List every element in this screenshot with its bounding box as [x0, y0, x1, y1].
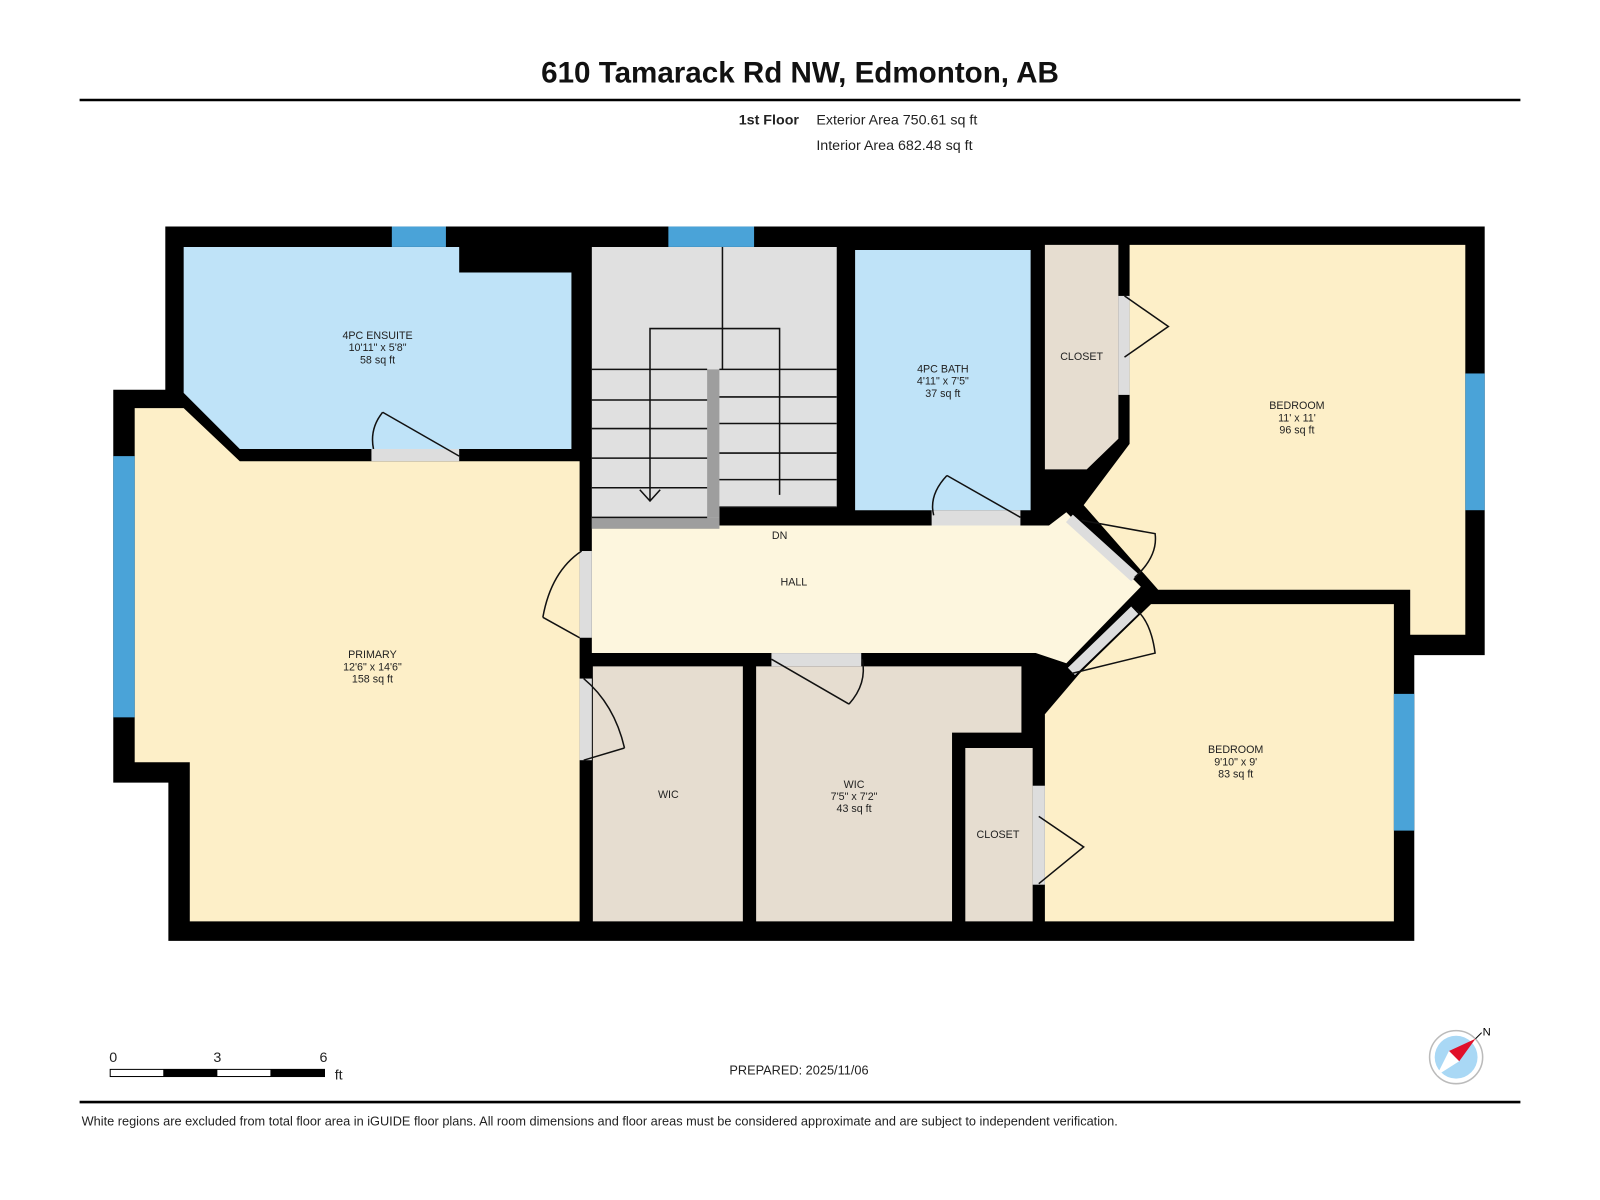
prepared-date: PREPARED: 2025/11/06 — [729, 1062, 868, 1077]
bedroom-1-name: BEDROOM — [1269, 400, 1324, 412]
room-closet-1[interactable] — [1044, 244, 1119, 470]
scale-unit: ft — [335, 1068, 343, 1084]
wic-2-area: 43 sq ft — [837, 803, 872, 815]
bedroom-1-area: 96 sq ft — [1279, 425, 1314, 437]
scale-tick-3: 3 — [213, 1050, 221, 1066]
compass-icon: N — [1428, 1027, 1491, 1085]
compass-north-label: N — [1483, 1027, 1491, 1039]
room-bedroom-2[interactable] — [1044, 604, 1394, 922]
wic-1-name: WIC — [658, 789, 679, 801]
primary-name: PRIMARY — [348, 649, 397, 661]
ensuite-name: 4PC ENSUITE — [342, 330, 412, 342]
scale-tick-0: 0 — [109, 1050, 117, 1066]
bedroom-2-name: BEDROOM — [1208, 744, 1263, 756]
exterior-area: Exterior Area 750.61 sq ft — [816, 112, 977, 128]
room-wic-2[interactable] — [756, 666, 1022, 922]
closet-2-name: CLOSET — [977, 829, 1020, 841]
ensuite-area: 58 sq ft — [360, 354, 395, 366]
stairs-label: DN — [772, 530, 787, 542]
room-wic-1[interactable] — [592, 666, 743, 922]
doors — [371, 295, 1170, 885]
floor-name: 1st Floor — [739, 112, 800, 128]
bath-area: 37 sq ft — [925, 388, 960, 400]
primary-dims: 12'6" x 14'6" — [343, 661, 402, 673]
bedroom-2-dims: 9'10" x 9' — [1214, 756, 1257, 768]
room-hall[interactable] — [591, 512, 1141, 664]
disclaimer: White regions are excluded from total fl… — [82, 1114, 1118, 1129]
page-title: 610 Tamarack Rd NW, Edmonton, AB — [541, 57, 1059, 90]
hall-name: HALL — [780, 577, 807, 589]
scale-tick-6: 6 — [320, 1050, 328, 1066]
closet-1-name: CLOSET — [1060, 351, 1103, 363]
wic-2-name: WIC — [844, 779, 865, 791]
ensuite-dims: 10'11" x 5'8" — [349, 342, 407, 354]
bath-dims: 4'11" x 7'5" — [917, 376, 969, 388]
bath-name: 4PC BATH — [917, 363, 969, 375]
wic-2-dims: 7'5" x 7'2" — [831, 791, 878, 803]
bedroom-2-area: 83 sq ft — [1218, 769, 1253, 781]
room-bedroom-1[interactable] — [1083, 244, 1466, 635]
room-closet-2[interactable] — [965, 747, 1033, 922]
interior-area: Interior Area 682.48 sq ft — [816, 138, 972, 154]
stair-lines — [591, 246, 837, 529]
scale-bar: 0 3 6 ft — [109, 1050, 342, 1083]
room-primary[interactable] — [134, 408, 580, 922]
room-bath[interactable] — [855, 250, 1031, 511]
room-ensuite[interactable] — [183, 246, 572, 449]
bedroom-1-dims: 11' x 11' — [1278, 412, 1316, 424]
windows — [113, 226, 1485, 831]
primary-area: 158 sq ft — [352, 674, 393, 686]
